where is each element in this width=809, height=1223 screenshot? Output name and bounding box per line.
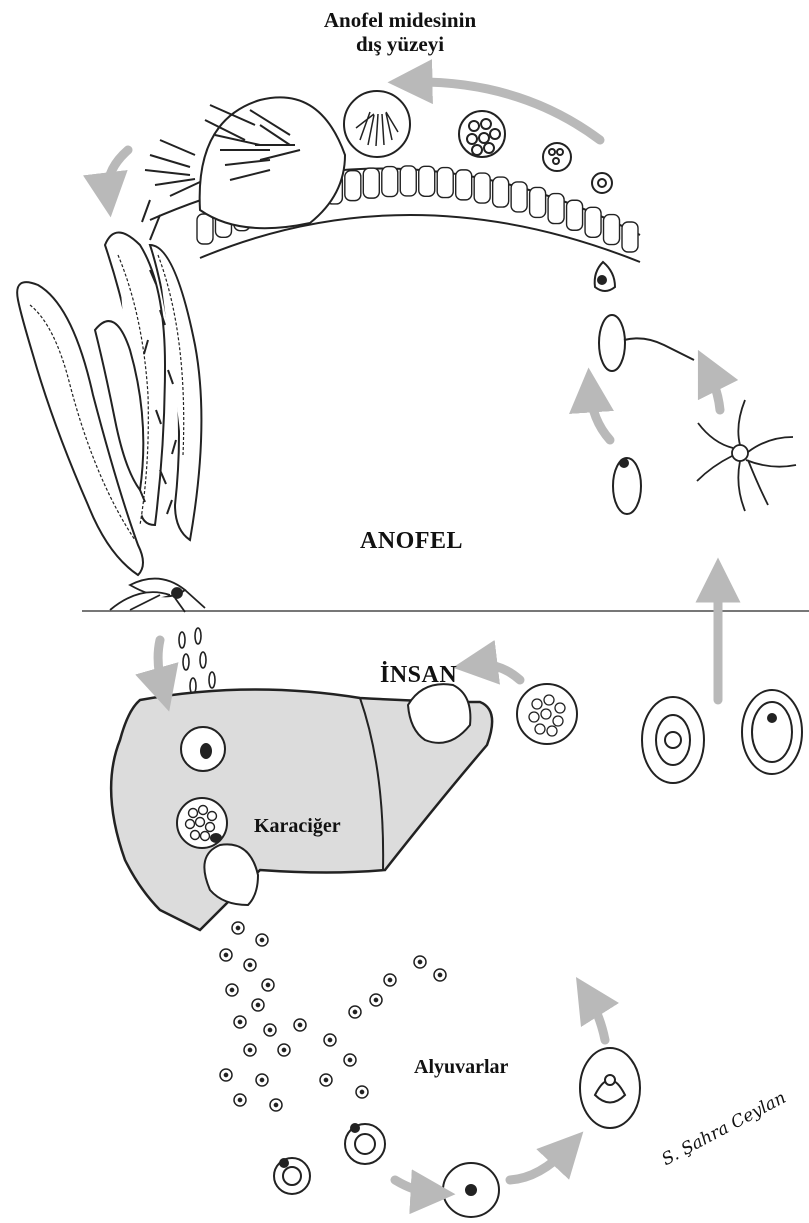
gut-cell [604, 215, 620, 245]
merozoite-nucleus [374, 998, 377, 1001]
merozoite-nucleus [224, 953, 227, 956]
merozoite-nucleus [230, 988, 233, 991]
merozoite-nucleus [260, 938, 263, 941]
gut-cell [622, 222, 638, 252]
mosquito-host-label: ANOFEL [360, 528, 463, 555]
merozoite-nucleus [360, 1090, 363, 1093]
merozoite-nucleus [260, 1078, 263, 1081]
gut-cell [585, 207, 601, 237]
gut-cell [548, 194, 564, 224]
macrogamete-and-ookinete [595, 262, 694, 514]
merozoite-nucleus [238, 1098, 241, 1101]
merozoite-nucleus [353, 1010, 356, 1013]
gut-cell [437, 168, 453, 198]
merozoite-nucleus [274, 1103, 277, 1106]
human-host-label: İNSAN [380, 662, 457, 689]
merozoite-nucleus [418, 960, 421, 963]
merozoite-nucleus [248, 963, 251, 966]
gametocytes [642, 690, 802, 783]
merozoite-nucleus [268, 1028, 271, 1031]
merozoite-nucleus [236, 926, 239, 929]
merozoite-nucleus [388, 978, 391, 981]
gut-cell [345, 171, 361, 201]
title-line-1: Anofel midesinin [290, 8, 510, 32]
merozoite-nucleus [298, 1023, 301, 1026]
liver-label: Karaciğer [254, 815, 341, 838]
merozoites [220, 922, 446, 1111]
merozoite-nucleus [282, 1048, 285, 1051]
merozoite-nucleus [266, 983, 269, 986]
merozoite-nucleus [438, 973, 441, 976]
title-line-2: dış yüzeyi [290, 32, 510, 56]
merozoite-nucleus [348, 1058, 351, 1061]
gut-cell [456, 170, 472, 200]
gut-cell [400, 166, 416, 196]
salivary-glands [17, 233, 201, 576]
gut-cell [567, 200, 583, 230]
gut-cell [474, 173, 490, 203]
gut-cell [493, 177, 509, 207]
merozoite-nucleus [256, 1003, 259, 1006]
merozoite-nucleus [328, 1038, 331, 1041]
gut-cell [419, 166, 435, 196]
merozoite-nucleus [224, 1073, 227, 1076]
gut-cell [530, 187, 546, 217]
mosquito-head [110, 579, 205, 612]
gut-cell [382, 167, 398, 197]
exflagellation-microgametes [697, 400, 796, 511]
gut-cell [197, 214, 213, 244]
merozoite-nucleus [324, 1078, 327, 1081]
gut-cell [363, 168, 379, 198]
title-gut-outer-surface: Anofel midesinin dış yüzeyi [290, 8, 510, 56]
merozoite-nucleus [248, 1048, 251, 1051]
merozoite-nucleus [238, 1020, 241, 1023]
gut-cell [511, 182, 527, 212]
red-cells-label: Alyuvarlar [414, 1056, 508, 1079]
